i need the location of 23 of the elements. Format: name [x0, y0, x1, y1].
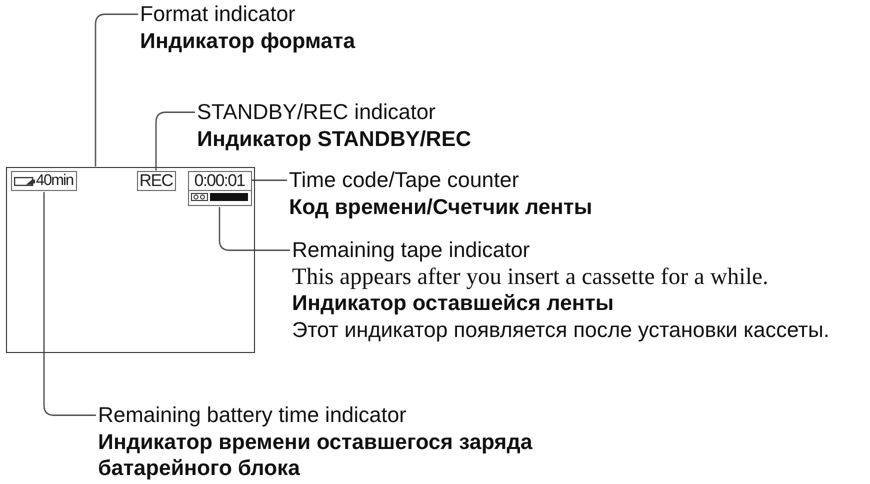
indicator-label-translation: Индикатор времени оставшегося заряда батарейного блока — [98, 428, 534, 482]
indicator-label: STANDBY/REC indicator — [197, 99, 436, 126]
battery-indicator — [10, 171, 76, 191]
leader-line — [94, 14, 138, 166]
lcd-screen — [6, 167, 254, 353]
indicator-label: Remaining tape indicator — [292, 237, 530, 264]
time-code-indicator: 0:00:01 — [188, 171, 252, 191]
indicator-label-translation: Индикатор STANDBY/REC — [197, 126, 472, 152]
leader-line — [43, 192, 96, 416]
indicator-label: Time code/Tape counter — [289, 167, 519, 194]
indicator-label: Format indicator — [140, 1, 296, 28]
indicator-label-translation: Индикатор оставшейся ленты — [292, 290, 614, 316]
indicator-label: Remaining battery time indicator — [98, 402, 408, 428]
leader-line — [218, 207, 290, 251]
leader-line — [252, 180, 287, 181]
battery-time-text: 40min — [36, 173, 74, 189]
note-text-translation: Этот индикатор появляется после установки кассеты. — [292, 316, 830, 343]
indicator-label-translation: Индикатор формата — [140, 28, 356, 54]
note-text: This appears after you insert a cassette for a while. — [292, 264, 768, 290]
tape-remaining-indicator — [188, 190, 252, 206]
leader-line — [155, 112, 195, 170]
rec-indicator: REC — [136, 171, 176, 191]
indicator-label-translation: Код времени/Счетчик ленты — [289, 194, 592, 220]
